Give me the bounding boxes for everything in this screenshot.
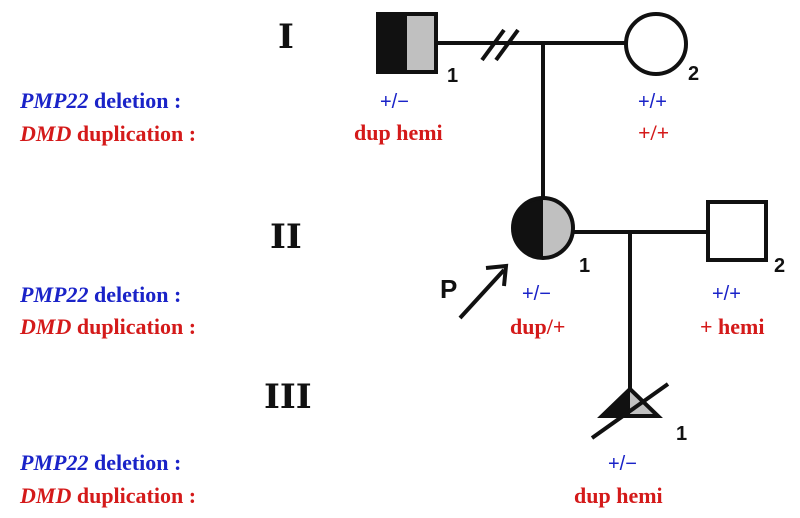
individual-i1-square bbox=[376, 12, 438, 74]
individual-i1-dmd: dup hemi bbox=[354, 120, 443, 145]
individual-iii1-triangle bbox=[590, 382, 670, 440]
row-label-dmd-iii: DMD duplication : bbox=[19, 483, 196, 508]
individual-i2-number: 2 bbox=[688, 63, 699, 85]
individual-ii1-pmp22: +/− bbox=[522, 283, 551, 305]
generation-label-iii: III bbox=[264, 377, 312, 417]
individual-ii2-dmd: + hemi bbox=[700, 314, 764, 339]
proband-marker: P bbox=[440, 274, 457, 304]
individual-iii1-number: 1 bbox=[676, 423, 687, 445]
individual-i1-number: 1 bbox=[447, 65, 458, 87]
double-slash-icon bbox=[480, 28, 520, 62]
individual-i2-circle bbox=[624, 12, 688, 76]
generation-label-i: I bbox=[278, 17, 294, 57]
row-label-pmp22-iii: PMP22 deletion : bbox=[19, 450, 181, 475]
individual-i1-pmp22: +/− bbox=[380, 91, 409, 113]
individual-ii2-pmp22: +/+ bbox=[712, 283, 741, 305]
arrow-up-right-icon bbox=[458, 263, 509, 320]
individual-i2-pmp22: +/+ bbox=[638, 91, 667, 113]
individual-ii1-number: 1 bbox=[579, 255, 590, 277]
individual-ii2-square bbox=[706, 200, 768, 262]
row-label-pmp22-i: PMP22 deletion : bbox=[19, 88, 181, 113]
individual-i2-dmd: +/+ bbox=[638, 120, 669, 145]
individual-ii2-number: 2 bbox=[774, 255, 785, 277]
individual-ii1-dmd: dup/+ bbox=[510, 314, 565, 339]
individual-ii1-circle bbox=[511, 196, 575, 260]
row-label-dmd-i: DMD duplication : bbox=[19, 121, 196, 146]
row-label-dmd-ii: DMD duplication : bbox=[19, 314, 196, 339]
row-label-pmp22-ii: PMP22 deletion : bbox=[19, 282, 181, 307]
individual-iii1-dmd: dup hemi bbox=[574, 483, 663, 508]
generation-label-ii: II bbox=[270, 217, 302, 257]
deceased-slash bbox=[590, 382, 670, 440]
individual-iii1-pmp22: +/− bbox=[608, 453, 637, 475]
